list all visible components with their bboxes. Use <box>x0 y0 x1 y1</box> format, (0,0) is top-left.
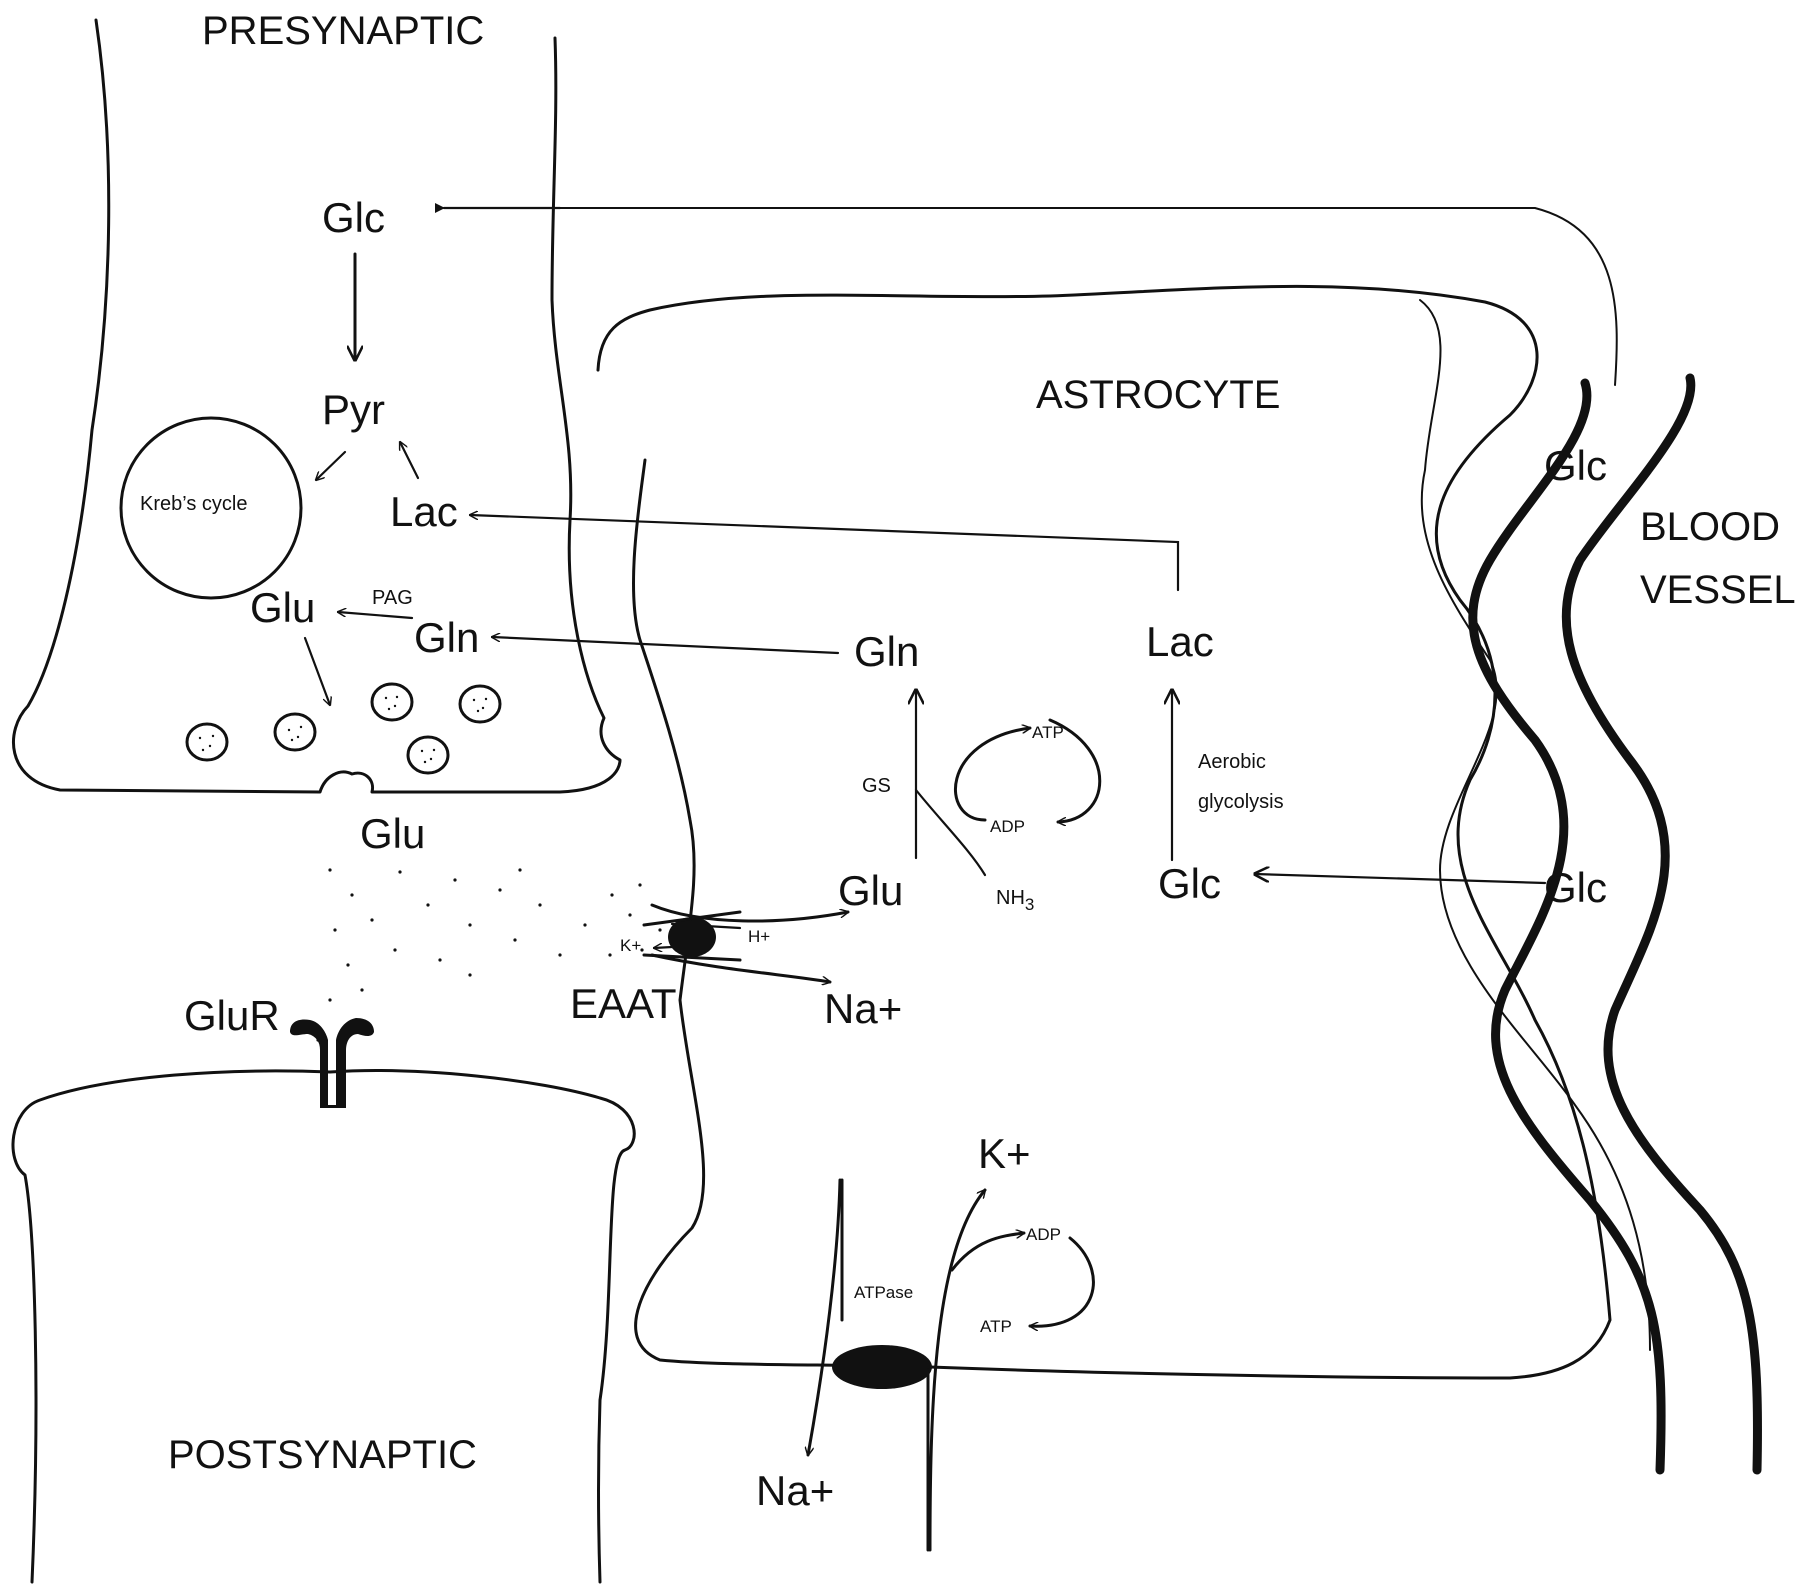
atpase-atp-label: ATP <box>980 1317 1012 1336</box>
pre-pyr-label: Pyr <box>322 386 385 433</box>
astrocyte-endfoot <box>1419 299 1651 1351</box>
glutamate-dots <box>316 868 662 1042</box>
astro-atp-label: ATP <box>1032 723 1064 742</box>
pathway-arrows <box>303 203 1547 1552</box>
pag-label: PAG <box>372 587 413 609</box>
atpase-pump <box>832 1345 932 1389</box>
glucose-channel-line <box>553 207 1618 386</box>
atpase-k-label: K+ <box>978 1130 1031 1177</box>
astrocyte-membrane <box>596 284 1612 1380</box>
aerobic-label-line2: glycolysis <box>1198 791 1284 813</box>
blood-vessel-wall-inner <box>1468 378 1666 1475</box>
blood-vessel-label-line2: VESSEL <box>1640 568 1796 612</box>
astro-lac-label: Lac <box>1146 618 1214 665</box>
atpase-adp-label: ADP <box>1026 1225 1061 1244</box>
vessel-glc-bottom-label: Glc <box>1544 864 1607 911</box>
pre-lac-label: Lac <box>390 488 458 535</box>
nh3-label: NH3 <box>996 887 1034 914</box>
atpase-label: ATPase <box>854 1283 913 1302</box>
postsynaptic-membrane <box>11 1069 636 1584</box>
blood-vessel-wall-outer <box>1561 373 1762 1475</box>
astro-adp-label: ADP <box>990 817 1025 836</box>
eaat-label: EAAT <box>570 980 677 1027</box>
eaat-transporter <box>668 917 716 957</box>
presynaptic-label: PRESYNAPTIC <box>202 9 484 53</box>
postsynaptic-label: POSTSYNAPTIC <box>168 1433 477 1477</box>
krebs-cycle-label: Kreb’s cycle <box>140 493 247 515</box>
eaat-k-label: K+ <box>620 936 641 955</box>
aerobic-label-line1: Aerobic <box>1198 751 1266 773</box>
astro-glu-label: Glu <box>838 867 903 914</box>
glur-receptor <box>290 1018 374 1108</box>
eaat-h-label: H+ <box>748 927 770 946</box>
glur-label: GluR <box>184 992 280 1039</box>
gs-label: GS <box>862 775 891 797</box>
vessel-glc-top-label: Glc <box>1544 442 1607 489</box>
cleft-glu-label: Glu <box>360 810 425 857</box>
astro-glc-label: Glc <box>1158 860 1221 907</box>
atpase-na-label: Na+ <box>756 1467 834 1514</box>
krebs-cycle-circle <box>119 416 303 600</box>
presynaptic-membrane <box>12 18 622 794</box>
astrocyte-label: ASTROCYTE <box>1036 373 1280 417</box>
pre-glu-label: Glu <box>250 584 315 631</box>
astro-gln-label: Gln <box>854 628 919 675</box>
pre-gln-label: Gln <box>414 614 479 661</box>
pre-glc-label: Glc <box>322 194 385 241</box>
blood-vessel-label-line1: BLOOD <box>1640 505 1780 549</box>
eaat-na-label: Na+ <box>824 985 902 1032</box>
synaptic-vesicles <box>185 682 502 775</box>
